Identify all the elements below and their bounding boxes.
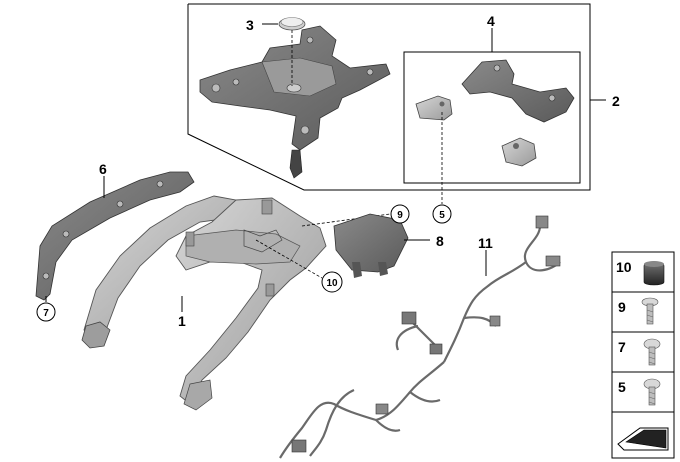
callout-7-circle: 7 — [36, 302, 56, 322]
legend-label-10: 10 — [616, 259, 632, 275]
svg-text:10: 10 — [326, 278, 338, 289]
callout-4: 4 — [487, 13, 495, 29]
callout-6: 6 — [99, 161, 107, 177]
svg-text:9: 9 — [397, 210, 403, 221]
screw-icon — [641, 297, 659, 325]
callout-11: 11 — [478, 235, 493, 251]
wiring-harness-part-11 — [279, 225, 561, 459]
mounting-plate-part — [199, 25, 391, 179]
callout-10-circle: 10 — [321, 271, 343, 293]
harness-connectors — [291, 215, 561, 453]
parts-legend: 10 9 7 5 — [611, 251, 675, 459]
svg-text:7: 7 — [43, 308, 49, 319]
legend-label-5: 5 — [618, 379, 626, 395]
screw-icon — [643, 378, 661, 406]
callout-2: 2 — [612, 93, 620, 109]
callout-8: 8 — [436, 233, 444, 249]
legend-label-9: 9 — [618, 299, 626, 315]
wedge-symbol-icon — [617, 427, 669, 451]
side-rail-part-6 — [35, 171, 195, 301]
screw-icon — [643, 338, 661, 366]
callout-9-circle: 9 — [390, 204, 410, 224]
cap-part-3 — [278, 17, 306, 86]
leader-10 — [255, 239, 323, 279]
callout-3: 3 — [246, 17, 254, 33]
rubber-cap-icon — [643, 261, 665, 286]
control-module-part-8 — [333, 213, 409, 278]
callout-5-circle: 5 — [432, 204, 452, 224]
legend-label-7: 7 — [618, 339, 626, 355]
bracket-part-4 — [415, 59, 575, 167]
grab-handle-part-1 — [81, 195, 327, 411]
svg-text:5: 5 — [439, 210, 445, 221]
callout-1: 1 — [178, 313, 186, 329]
